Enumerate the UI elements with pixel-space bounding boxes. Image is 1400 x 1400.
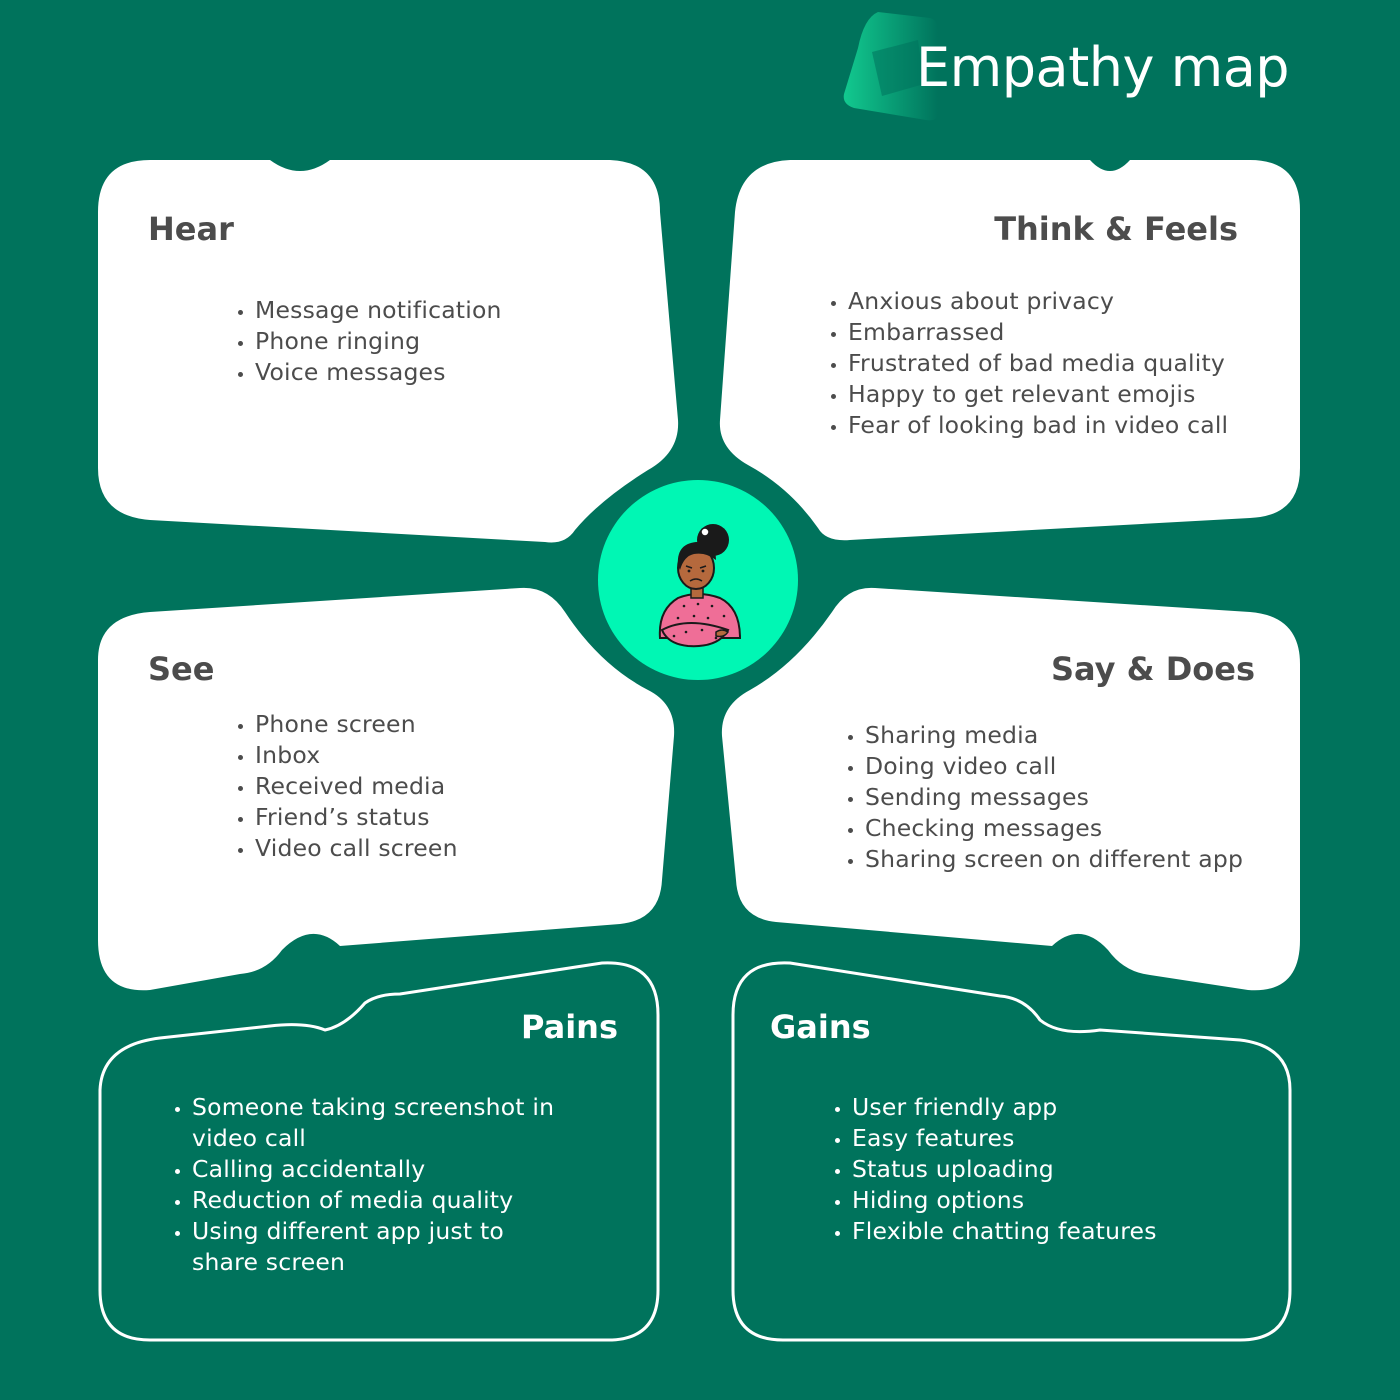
list-item: Phone ringing — [255, 326, 655, 357]
list-item: Happy to get relevant emojis — [848, 379, 1288, 410]
list-item: Easy features — [852, 1123, 1272, 1154]
list-item: Embarrassed — [848, 317, 1288, 348]
list-item: Hiding options — [852, 1185, 1272, 1216]
list-item: Frustrated of bad media quality — [848, 348, 1288, 379]
list-item: Calling accidentally — [192, 1154, 562, 1185]
list-item: Doing video call — [865, 751, 1305, 782]
list-item: Someone taking screenshot in video call — [192, 1092, 562, 1154]
list-item: Status uploading — [852, 1154, 1272, 1185]
list-item: Sharing screen on different app — [865, 844, 1305, 875]
say-does-card — [721, 587, 1300, 991]
folded-square-logo-icon — [843, 12, 938, 121]
see-list: Phone screenInboxReceived mediaFriend’s … — [230, 709, 655, 864]
list-item: Inbox — [255, 740, 655, 771]
see-title: See — [148, 650, 215, 688]
list-item: Flexible chatting features — [852, 1216, 1272, 1247]
say-does-title: Say & Does — [1051, 650, 1255, 688]
pains-title: Pains — [521, 1008, 618, 1046]
list-item: Checking messages — [865, 813, 1305, 844]
pains-list: Someone taking screenshot in video callC… — [167, 1092, 562, 1278]
page-title: Empathy map — [916, 36, 1290, 99]
list-item: User friendly app — [852, 1092, 1272, 1123]
think-feels-title: Think & Feels — [994, 210, 1238, 248]
pains-card — [98, 961, 660, 1342]
list-item: Fear of looking bad in video call — [848, 410, 1288, 441]
hear-title: Hear — [148, 210, 234, 248]
list-item: Friend’s status — [255, 802, 655, 833]
sad-girl-arms-crossed-icon — [658, 524, 742, 648]
say-does-list: Sharing mediaDoing video callSending mes… — [840, 720, 1305, 875]
hear-card — [98, 160, 679, 543]
list-item: Received media — [255, 771, 655, 802]
list-item: Message notification — [255, 295, 655, 326]
list-item: Sending messages — [865, 782, 1305, 813]
gains-title: Gains — [770, 1008, 871, 1046]
think-feels-list: Anxious about privacyEmbarrassedFrustrat… — [823, 286, 1288, 441]
list-item: Phone screen — [255, 709, 655, 740]
list-item: Using different app just to share screen — [192, 1216, 562, 1278]
list-item: Reduction of media quality — [192, 1185, 562, 1216]
list-item: Video call screen — [255, 833, 655, 864]
list-item: Sharing media — [865, 720, 1305, 751]
hear-list: Message notificationPhone ringingVoice m… — [230, 295, 655, 388]
gains-list: User friendly appEasy featuresStatus upl… — [827, 1092, 1272, 1247]
gains-card — [731, 961, 1292, 1342]
list-item: Voice messages — [255, 357, 655, 388]
see-card — [98, 587, 675, 991]
think-feels-card — [719, 160, 1300, 541]
list-item: Anxious about privacy — [848, 286, 1288, 317]
